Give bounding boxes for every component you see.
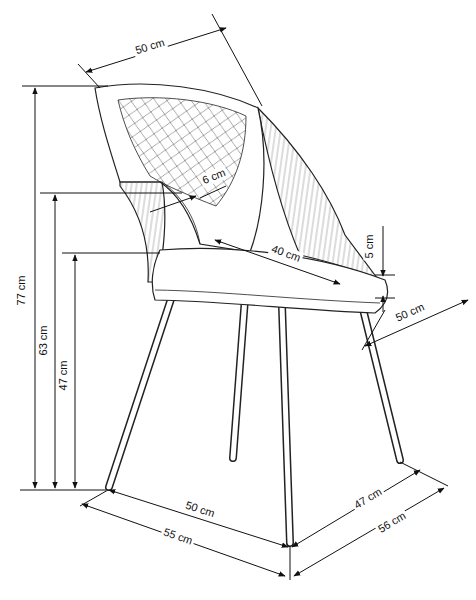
dimension-lines (20, 14, 468, 580)
dimension-label: 5 cm (364, 232, 377, 260)
dimension-label: 6 cm (199, 165, 230, 187)
dimension-label: 50 cm (132, 35, 168, 57)
dimension-label: 47 cm (350, 484, 386, 513)
dimension-label: 50 cm (392, 299, 428, 325)
dimension-label: 77 cm (16, 273, 29, 307)
dimension-label: 50 cm (182, 498, 218, 521)
dimension-label: 47 cm (58, 358, 71, 392)
dimension-label: 63 cm (38, 323, 51, 357)
dimension-label: 56 cm (374, 508, 410, 537)
dimension-label: 40 cm (268, 241, 304, 265)
dimension-label: 55 cm (160, 524, 196, 547)
chair-legs (109, 296, 400, 543)
chair-seat (152, 248, 387, 313)
